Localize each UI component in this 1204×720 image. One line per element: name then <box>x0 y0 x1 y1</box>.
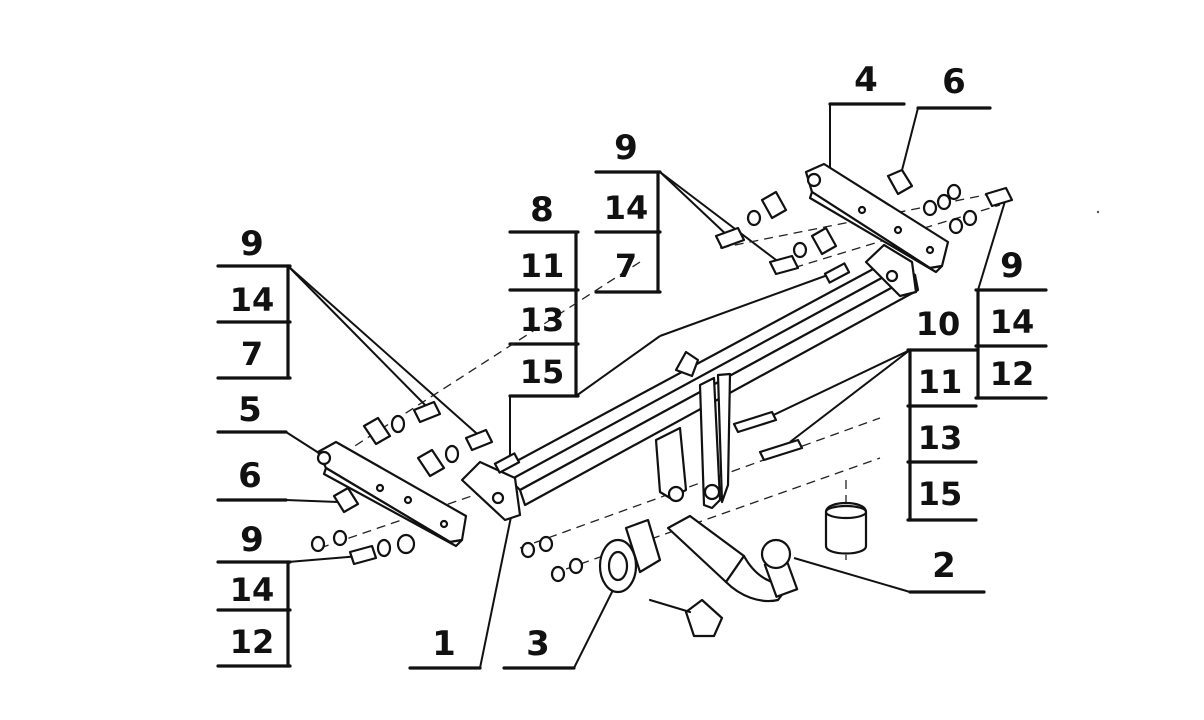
speck <box>1096 210 1100 214</box>
callout-center-15: 15 <box>519 353 565 391</box>
callout-left-bottom-12: 12 <box>229 623 275 661</box>
right-side-bracket <box>804 162 950 274</box>
callout-top-4: 4 <box>854 60 878 100</box>
callout-center-11: 11 <box>519 247 565 285</box>
callout-center-top-9: 9 <box>614 128 638 168</box>
washers-nuts <box>310 183 978 583</box>
callout-left-bottom-14: 14 <box>229 571 275 609</box>
callout-center-13: 13 <box>519 301 565 339</box>
callout-left-top-14: 14 <box>229 281 275 319</box>
callout-right-top-9: 9 <box>1000 246 1024 286</box>
callout-right-13: 13 <box>917 419 963 457</box>
callout-lines <box>216 102 1048 670</box>
callout-part-3: 3 <box>526 624 550 664</box>
callout-left-bottom-9: 9 <box>240 520 264 560</box>
electrical-socket <box>598 518 724 638</box>
callout-left-top-9: 9 <box>240 224 264 264</box>
tow-ball-assembly <box>666 501 868 603</box>
callout-right-top-14: 14 <box>989 303 1035 341</box>
callout-part-2: 2 <box>932 546 956 586</box>
bolts <box>348 186 1014 566</box>
callout-right-10: 10 <box>915 305 961 343</box>
main-crossbeam <box>460 243 920 522</box>
callout-right-15: 15 <box>917 475 963 513</box>
callout-center-8: 8 <box>530 190 554 230</box>
callout-left-6: 6 <box>238 456 262 496</box>
callout-center-top-7: 7 <box>614 247 638 285</box>
callout-center-top-14: 14 <box>603 189 649 227</box>
callout-right-11: 11 <box>917 363 963 401</box>
callout-left-top-7: 7 <box>240 335 264 373</box>
callout-left-5: 5 <box>238 390 262 430</box>
callout-right-top-12: 12 <box>989 355 1035 393</box>
callout-part-1: 1 <box>432 624 456 664</box>
square-plates <box>332 168 914 514</box>
callout-top-6: 6 <box>942 62 966 102</box>
left-side-bracket <box>316 440 468 548</box>
